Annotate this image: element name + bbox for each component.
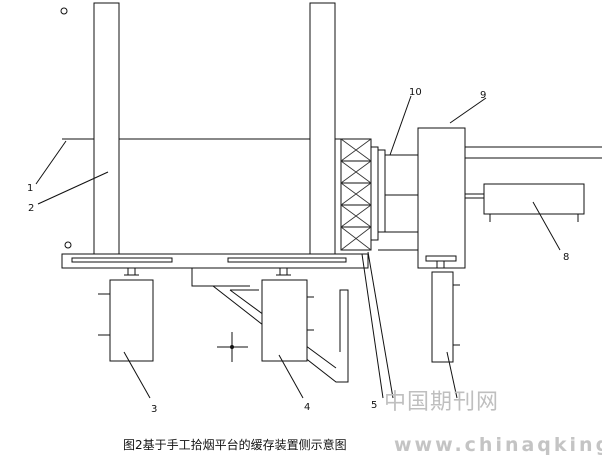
watermark-cn: 中国期刊网 xyxy=(384,390,499,415)
right-rails xyxy=(465,146,602,199)
buffer-stack xyxy=(340,138,372,251)
hole-bottom-left xyxy=(64,241,72,249)
base-beam xyxy=(61,253,369,269)
lift-cylinder xyxy=(425,255,460,363)
right-column xyxy=(309,2,336,255)
label-4: 4 xyxy=(304,402,310,413)
label-8: 8 xyxy=(563,252,569,263)
drive-unit-box xyxy=(417,127,466,269)
left-column xyxy=(93,2,120,255)
center-crosshair xyxy=(217,332,248,362)
hole-top-left xyxy=(60,7,68,15)
label-9: 9 xyxy=(480,90,486,101)
watermark-url: www.chinaqking.com xyxy=(394,434,602,456)
label-1: 1 xyxy=(27,183,33,194)
connector-pipe xyxy=(371,146,418,251)
label-3: 3 xyxy=(151,404,157,415)
cylinder-4 xyxy=(261,267,314,362)
cylinder-3 xyxy=(98,267,154,362)
figure-caption: 图2基于手工拾烟平台的缓存装置侧示意图 xyxy=(123,437,347,452)
label-2: 2 xyxy=(28,203,34,214)
motor-unit xyxy=(483,183,585,222)
label-5: 5 xyxy=(371,400,377,411)
leader-lines xyxy=(35,95,561,399)
label-10: 10 xyxy=(409,87,422,98)
